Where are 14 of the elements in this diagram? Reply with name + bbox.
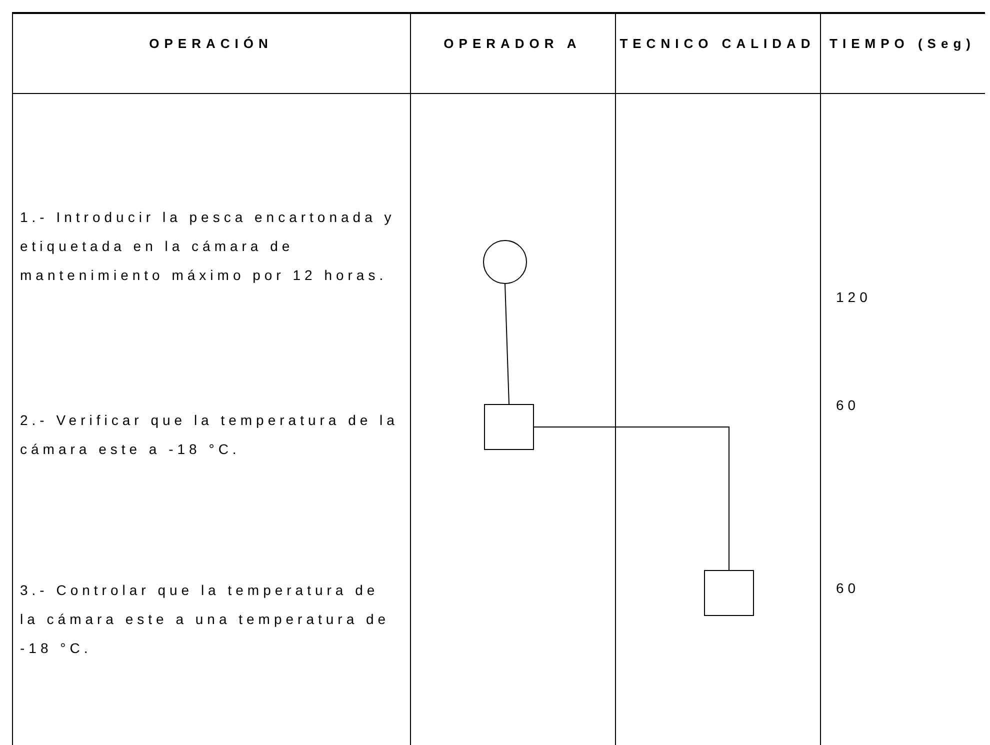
time-value: 60 bbox=[836, 396, 861, 415]
connector-line bbox=[504, 284, 510, 404]
step-description: 2.- Verificar que la temperatura de la cámara este a -18 °C. bbox=[20, 411, 400, 459]
column-header: OPERACIÓN bbox=[148, 35, 274, 53]
inspection-square bbox=[484, 404, 534, 450]
time-value: 120 bbox=[836, 288, 872, 307]
inspection-square bbox=[704, 570, 754, 616]
column-header: TECNICO CALIDAD bbox=[618, 35, 816, 53]
column-header: OPERADOR A bbox=[442, 35, 582, 53]
connector-line bbox=[534, 426, 730, 570]
column-header: TIEMPO (Seg) bbox=[828, 35, 976, 53]
step-description: 3.- Controlar que la temperatura de la cámara este a una temperatura de -18 °C. bbox=[20, 581, 391, 658]
step-description: 1.- Introducir la pesca encartonada y etiquetada en la cámara de mantenimiento máximo por 12 horas. bbox=[20, 208, 396, 285]
time-value: 60 bbox=[836, 579, 861, 598]
